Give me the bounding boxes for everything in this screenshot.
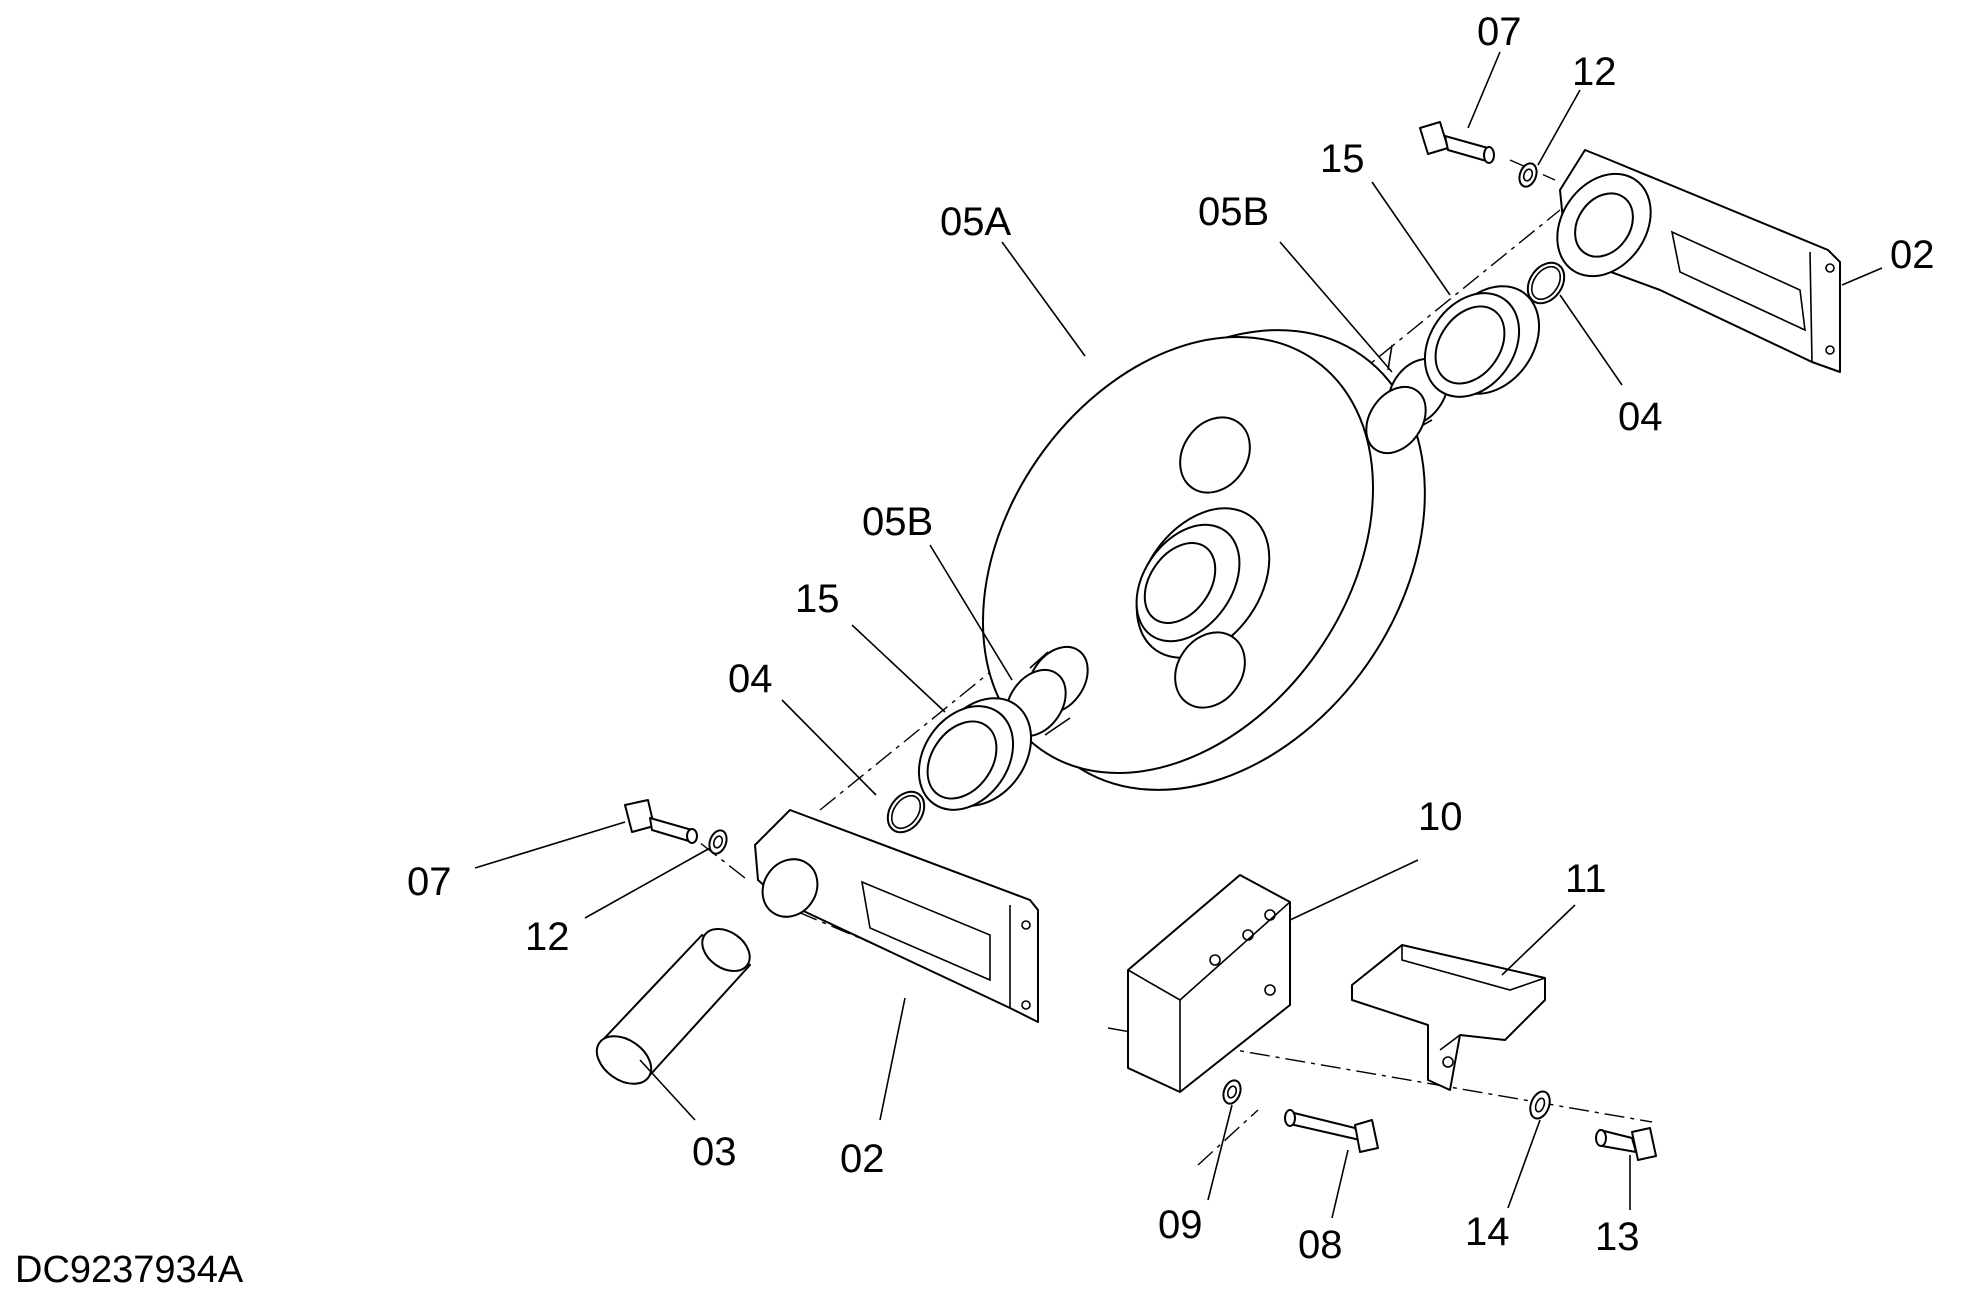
lower-oring [886, 790, 926, 834]
upper-oring [1526, 261, 1566, 305]
upper-bolt [1419, 121, 1495, 164]
lower-seal [917, 697, 1033, 811]
callout-08: 08 [1298, 1223, 1343, 1267]
plate-bolt [1284, 1109, 1379, 1153]
lower-nut [708, 829, 728, 855]
upper-nut [1518, 162, 1538, 188]
callout-12-left: 12 [525, 915, 570, 959]
callout-12-top: 12 [1572, 50, 1617, 94]
spacer-plate [1127, 874, 1291, 1093]
callout-04-right: 04 [1618, 395, 1663, 439]
callout-15-mid: 15 [795, 577, 840, 621]
callout-05B-top: 05B [1198, 190, 1269, 234]
callout-03: 03 [692, 1130, 737, 1174]
callout-05B-mid: 05B [862, 500, 933, 544]
upper-seal [1423, 285, 1541, 398]
callout-02-right: 02 [1890, 233, 1935, 277]
drawing-code: DC9237934A [15, 1249, 244, 1291]
callout-labels: 07 12 15 05B 05A 02 04 05B 15 04 07 12 0… [407, 10, 1935, 1267]
callout-13: 13 [1595, 1215, 1640, 1259]
idler-wheel [981, 329, 1426, 791]
lower-support-bracket [754, 809, 1039, 1023]
callout-04-left: 04 [728, 657, 773, 701]
guard-nut [1529, 1090, 1551, 1120]
callout-02-bottom: 02 [840, 1137, 885, 1181]
track-guard [1351, 944, 1546, 1091]
callout-11: 11 [1565, 857, 1607, 901]
leader-lines [474, 51, 1883, 1219]
upper-support-bracket [1556, 149, 1841, 373]
lower-bolt [624, 799, 698, 844]
callout-07-top: 07 [1477, 10, 1522, 54]
callout-07-left: 07 [407, 860, 452, 904]
callout-15-top: 15 [1320, 137, 1365, 181]
callout-10: 10 [1418, 795, 1463, 839]
plate-nut [1222, 1079, 1242, 1105]
callout-09: 09 [1158, 1203, 1203, 1247]
guard-bolt [1595, 1127, 1657, 1161]
callout-14: 14 [1465, 1210, 1510, 1254]
callout-05A: 05A [940, 200, 1011, 244]
pin [595, 928, 751, 1085]
